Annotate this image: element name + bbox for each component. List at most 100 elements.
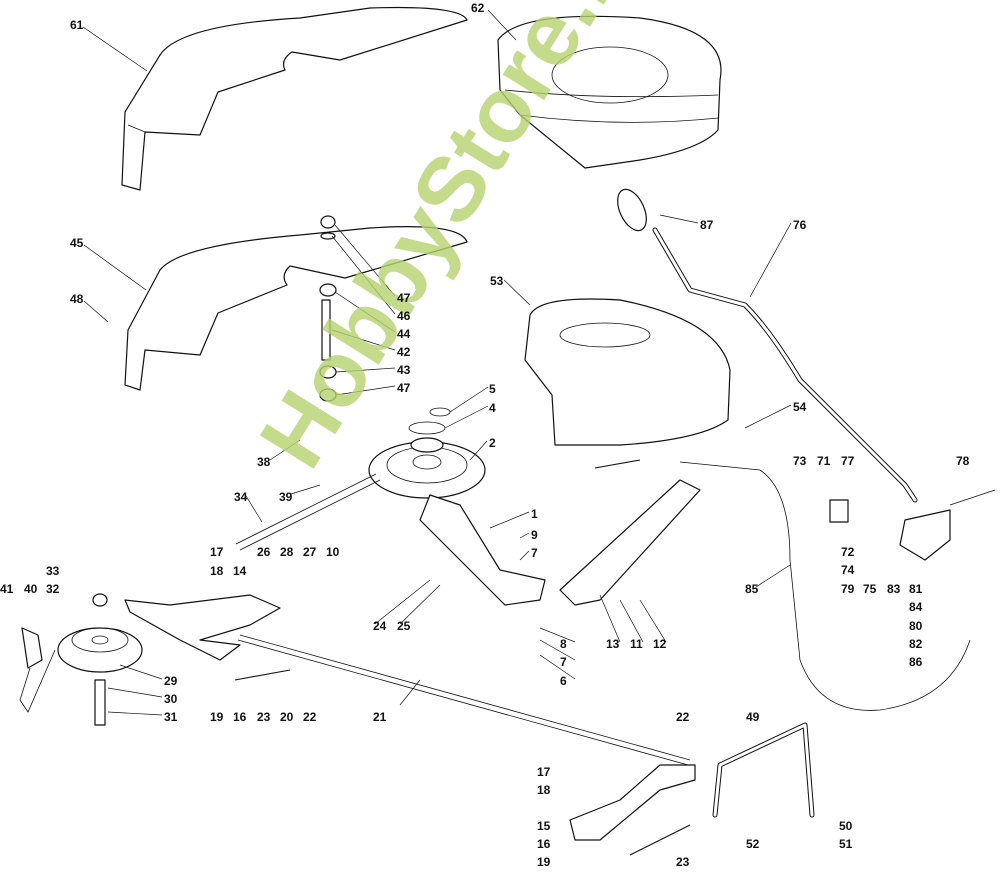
part-label-4: 4 (489, 401, 496, 415)
part-label-22: 22 (676, 710, 690, 724)
leader-lines (82, 9, 792, 716)
tension-arm-1 (419, 494, 546, 606)
part-label-17: 17 (537, 765, 551, 779)
part-label-51: 51 (839, 837, 853, 851)
part-label-5: 5 (489, 382, 496, 396)
part-label-79: 79 (841, 582, 855, 596)
part-label-43: 43 (397, 363, 411, 377)
bolt-78 (949, 489, 996, 506)
spring-23 (629, 824, 691, 856)
bracket-11 (559, 479, 701, 606)
part-label-10: 10 (326, 545, 340, 559)
part-label-26: 26 (257, 545, 271, 559)
part-label-48: 48 (70, 292, 84, 306)
part-label-30: 30 (164, 692, 178, 706)
part-label-53: 53 (490, 274, 504, 288)
part-label-40: 40 (24, 582, 38, 596)
cover-53 (524, 298, 731, 446)
part-label-8: 8 (560, 637, 567, 651)
part-label-11: 11 (630, 637, 643, 651)
part-label-23: 23 (676, 855, 690, 869)
part-label-47: 47 (397, 291, 411, 305)
cable-spring (594, 459, 641, 469)
part-label-22: 22 (303, 710, 317, 724)
part-label-80: 80 (909, 619, 923, 633)
part-label-81: 81 (909, 582, 923, 596)
part-label-71: 71 (817, 454, 831, 468)
stud-assembly (319, 215, 337, 402)
bracket-71 (829, 499, 849, 523)
part-label-12: 12 (653, 637, 667, 651)
part-label-84: 84 (909, 600, 923, 614)
part-label-47: 47 (397, 381, 411, 395)
bracket-40 (21, 627, 43, 669)
part-label-7: 7 (531, 546, 538, 560)
part-label-13: 13 (606, 637, 620, 651)
part-label-16: 16 (233, 710, 247, 724)
belt-guard-61 (121, 6, 468, 191)
part-label-41: 41 (0, 582, 14, 596)
part-label-16: 16 (537, 837, 551, 851)
part-label-46: 46 (397, 309, 411, 323)
part-label-73: 73 (793, 454, 807, 468)
part-label-61: 61 (70, 18, 84, 32)
part-label-29: 29 (164, 674, 178, 688)
part-label-33: 33 (46, 564, 60, 578)
part-label-85: 85 (745, 582, 759, 596)
part-label-23: 23 (257, 710, 271, 724)
part-label-34: 34 (234, 490, 248, 504)
part-label-72: 72 (841, 545, 855, 559)
part-label-50: 50 (839, 819, 853, 833)
part-label-25: 25 (397, 619, 411, 633)
rod-21 (237, 634, 691, 766)
part-label-6: 6 (560, 674, 567, 688)
bracket-15 (569, 764, 696, 841)
pulley-29 (57, 593, 143, 726)
part-label-49: 49 (746, 710, 760, 724)
part-label-78: 78 (956, 454, 970, 468)
part-label-1: 1 (531, 507, 538, 521)
idler-pulley-2 (368, 407, 486, 499)
part-label-54: 54 (793, 400, 807, 414)
part-label-45: 45 (70, 236, 84, 250)
part-label-18: 18 (210, 564, 224, 578)
part-label-21: 21 (373, 710, 387, 724)
part-label-86: 86 (909, 655, 923, 669)
part-label-19: 19 (210, 710, 224, 724)
part-label-77: 77 (841, 454, 855, 468)
part-label-14: 14 (233, 564, 247, 578)
part-label-87: 87 (700, 218, 714, 232)
part-label-42: 42 (397, 345, 411, 359)
cable-85 (679, 461, 971, 711)
bracket-14 (124, 594, 281, 661)
part-label-24: 24 (373, 619, 387, 633)
part-label-28: 28 (280, 545, 294, 559)
part-label-52: 52 (746, 837, 760, 851)
part-label-17: 17 (210, 545, 224, 559)
spring-23b (234, 669, 291, 681)
part-label-75: 75 (863, 582, 877, 596)
plate-75 (899, 509, 951, 561)
part-label-76: 76 (793, 218, 807, 232)
part-label-44: 44 (397, 327, 411, 341)
belt-34 (235, 473, 381, 551)
part-label-82: 82 (909, 637, 923, 651)
part-label-27: 27 (303, 545, 317, 559)
rod-49 (712, 722, 815, 818)
part-label-74: 74 (841, 563, 855, 577)
part-label-31: 31 (164, 710, 178, 724)
belt-guard-45 (124, 226, 468, 391)
part-label-39: 39 (279, 490, 293, 504)
part-label-2: 2 (489, 436, 496, 450)
part-label-38: 38 (257, 455, 271, 469)
part-label-7: 7 (560, 655, 567, 669)
part-label-62: 62 (471, 1, 485, 15)
part-label-18: 18 (537, 783, 551, 797)
part-label-19: 19 (537, 855, 551, 869)
part-label-20: 20 (280, 710, 294, 724)
pulley-cover-62 (497, 15, 722, 169)
part-label-32: 32 (46, 582, 60, 596)
part-label-9: 9 (531, 528, 538, 542)
part-label-15: 15 (537, 819, 551, 833)
